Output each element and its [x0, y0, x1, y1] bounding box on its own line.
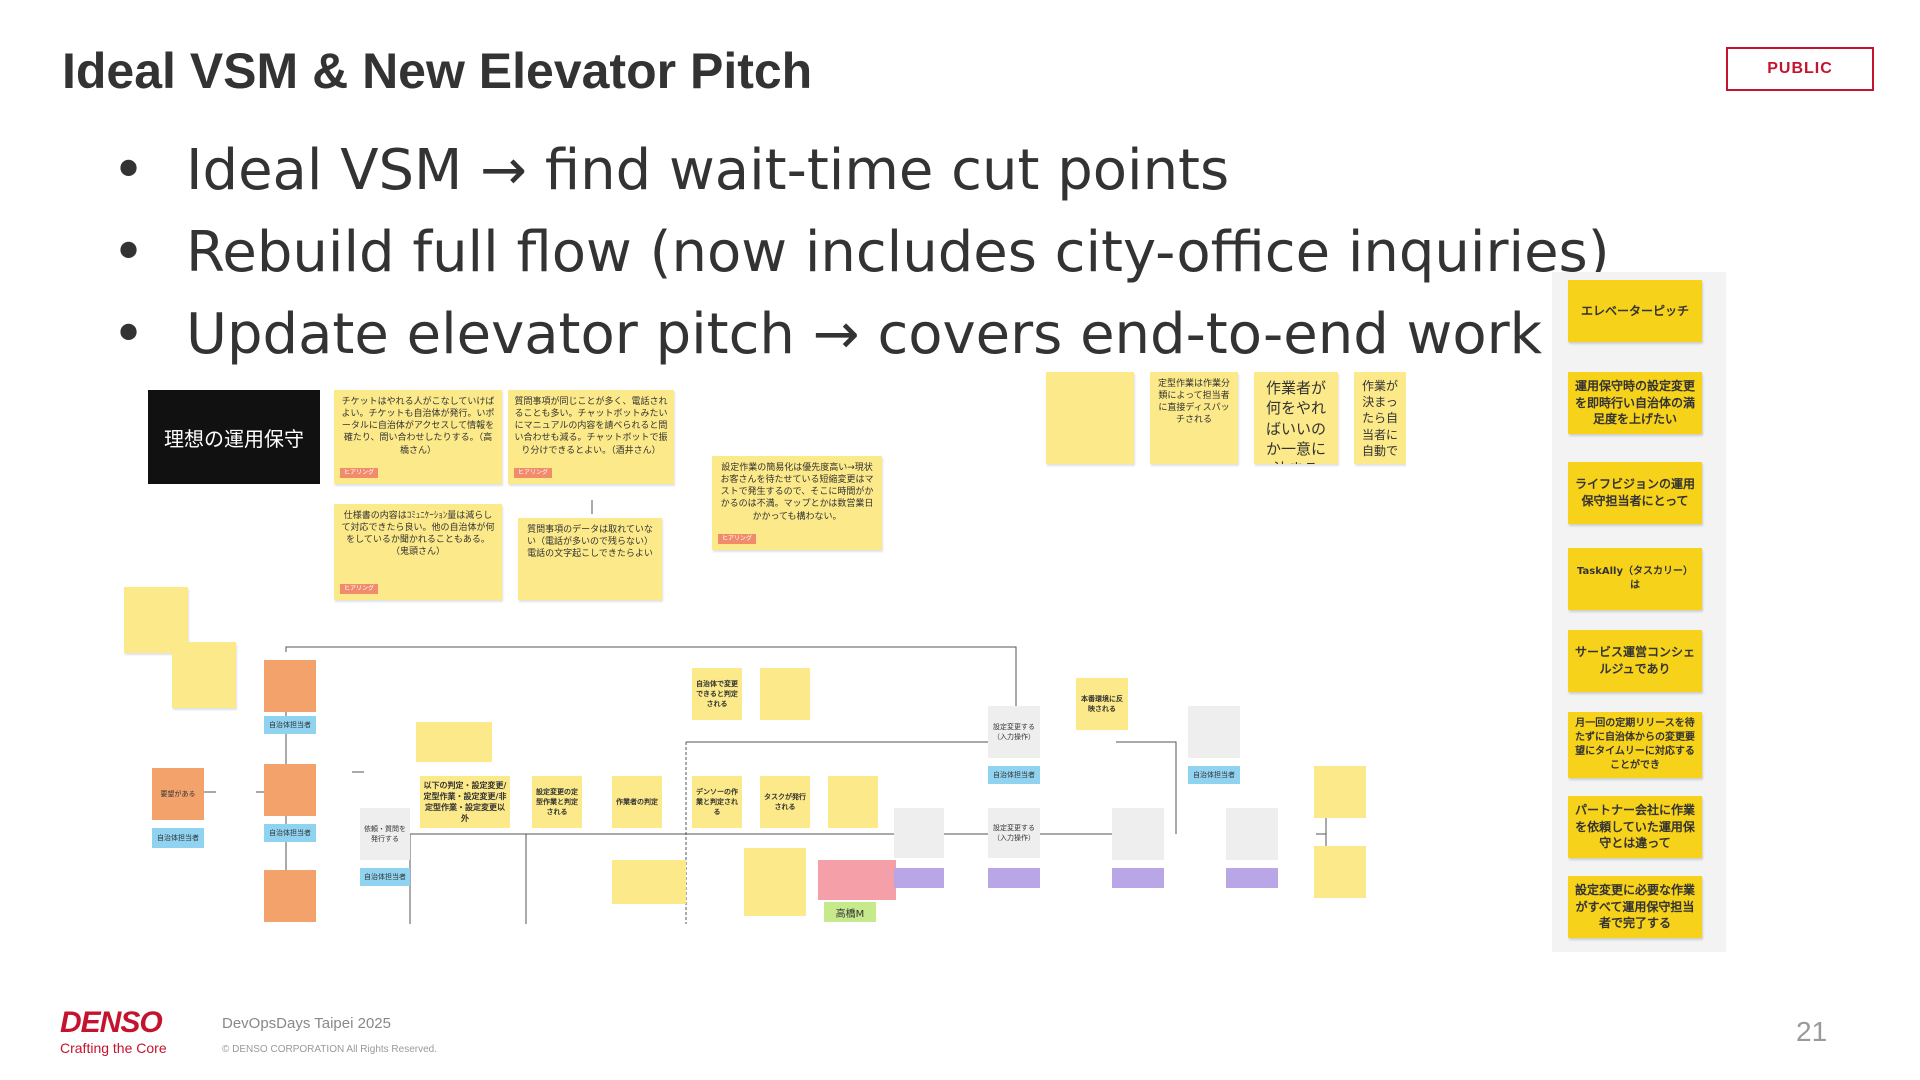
flow-note [612, 860, 686, 904]
bullet-2: •Rebuild full flow (now includes city-of… [112, 220, 1610, 285]
pitch-note: サービス運営コンシェルジュであり [1568, 630, 1702, 692]
flow-box-standard: 設定変更の定型作業と判定される [532, 776, 582, 828]
sticky-note-text: 仕様書の内容はｺﾐｭﾆｹｰｼｮﾝ量は減らして対応できたら良い。他の自治体が何をし… [341, 511, 495, 558]
bullet-text: Rebuild full flow (now includes city-off… [186, 220, 1610, 285]
sticky-note-text: 質問事項のデータは取れていない（電話が多いので残らない）電話の文字起こしできたら… [526, 525, 653, 560]
pitch-note: ライフビジョンの運用保守担当者にとって [1568, 462, 1702, 524]
flow-note [416, 722, 492, 762]
bullet-text: Update elevator pitch → covers end-to-en… [186, 302, 1543, 367]
assignee-label: 高橋M [824, 902, 876, 922]
flow-box-inquiry: 依頼・質問を発行する [360, 808, 410, 860]
pitch-note: エレベーターピッチ [1568, 280, 1702, 342]
sticky-note [1046, 372, 1134, 464]
pitch-note: 運用保守時の設定変更を即時行い自治体の満足度を上げたい [1568, 372, 1702, 434]
pitch-note: TaskAlly（タスカリー）は [1568, 548, 1702, 610]
flow-box-task: タスクが発行される [760, 776, 810, 828]
flow-note [1314, 766, 1366, 818]
bullet-text: Ideal VSM → find wait-time cut points [186, 138, 1230, 203]
elevator-pitch-panel: エレベーターピッチ 運用保守時の設定変更を即時行い自治体の満足度を上げたい ライ… [1552, 272, 1726, 952]
flow-box-judge: 以下の判定・設定変更/定型作業・設定変更/非定型作業・設定変更以外 [420, 776, 510, 828]
bullet-3: •Update elevator pitch → covers end-to-e… [112, 302, 1543, 367]
sticky-note-text: 設定作業の簡易化は優先度高い→現状お客さんを待たせている短縮変更はマストで発生す… [720, 463, 874, 522]
event-name: DevOpsDays Taipei 2025 [222, 1015, 391, 1032]
flow-note [828, 776, 878, 828]
bullet-1: •Ideal VSM → find wait-time cut points [112, 138, 1230, 203]
logo-tagline: Crafting the Core [60, 1040, 167, 1056]
role-label: 自治体担当者 [152, 828, 204, 848]
sticky-note: チケットはやれる人がこなしていけばよい。チケットも自治体が発行。いポータルに自治… [334, 390, 502, 484]
role-label-denso [988, 868, 1040, 888]
pitch-note: 設定変更に必要な作業がすべて運用保守担当者で完了する [1568, 876, 1702, 938]
role-label-denso [1112, 868, 1164, 888]
sticky-note: 質問事項が同じことが多く、電話されることも多い。チャットボットみたいにマニュアル… [508, 390, 674, 484]
slide-title: Ideal VSM & New Elevator Pitch [62, 43, 813, 99]
role-label: 自治体担当者 [1188, 766, 1240, 784]
pitch-note: 月一回の定期リリースを待たずに自治体からの変更要望にタイムリーに対応することがで… [1568, 712, 1702, 778]
board-title: 理想の運用保守 [148, 390, 320, 484]
page-number: 21 [1796, 1016, 1828, 1047]
hearing-tag: ヒアリング [340, 467, 379, 478]
sticky-note-text: 作業が決まったら自当者に自動で [1361, 379, 1398, 458]
sticky-note-text: 作業者が何をやればいいのか一意に決まる [1265, 379, 1326, 464]
pitch-note: パートナー会社に作業を依頼していた運用保守とは違って [1568, 796, 1702, 858]
sticky-note: 作業者が何をやればいいのか一意に決まる [1254, 372, 1338, 464]
flow-box-setting: 設定変更する（入力操作） [988, 808, 1040, 858]
flow-note-alert [818, 860, 896, 900]
role-label-denso [1226, 868, 1278, 888]
flow-box-denso: デンソーの作業と判定される [692, 776, 742, 828]
flow-box-request: 要望がある [152, 768, 204, 820]
sticky-note: 質問事項のデータは取れていない（電話が多いので残らない）電話の文字起こしできたら… [518, 518, 662, 600]
hearing-tag: ヒアリング [718, 533, 757, 544]
flow-note [744, 848, 806, 916]
flow-box [264, 870, 316, 922]
flow-box [264, 764, 316, 816]
flow-box-deploy: 本番環境に反映される [1076, 678, 1128, 730]
flow-note [1314, 846, 1366, 898]
flow-box [264, 660, 316, 712]
sticky-note: 設定作業の簡易化は優先度高い→現状お客さんを待たせている短縮変更はマストで発生す… [712, 456, 882, 550]
hearing-tag: ヒアリング [514, 467, 553, 478]
role-label: 自治体担当者 [360, 868, 410, 886]
sticky-note [172, 642, 236, 708]
role-label-denso [894, 868, 944, 888]
sticky-note-text: 質問事項が同じことが多く、電話されることも多い。チャットボットみたいにマニュアル… [514, 397, 668, 456]
flow-box [1112, 808, 1164, 860]
copyright: © DENSO CORPORATION All Rights Reserved. [222, 1044, 438, 1055]
hearing-tag: ヒアリング [340, 583, 379, 594]
flow-box-municipality: 自治体で変更できると判定される [692, 668, 742, 720]
role-label: 自治体担当者 [988, 766, 1040, 784]
role-label: 自治体担当者 [264, 716, 316, 734]
sticky-note-text: チケットはやれる人がこなしていけばよい。チケットも自治体が発行。いポータルに自治… [341, 397, 495, 456]
sticky-note: 作業が決まったら自当者に自動で [1354, 372, 1406, 464]
flow-box-setting: 設定変更する（入力操作） [988, 706, 1040, 758]
flow-box [1188, 706, 1240, 758]
flow-box [894, 808, 944, 858]
public-badge: PUBLIC [1726, 47, 1874, 91]
flow-note [760, 668, 810, 720]
role-label: 自治体担当者 [264, 824, 316, 842]
sticky-note: 仕様書の内容はｺﾐｭﾆｹｰｼｮﾝ量は減らして対応できたら良い。他の自治体が何をし… [334, 504, 502, 600]
vsm-board: 理想の運用保守 チケットはやれる人がこなしていけばよい。チケットも自治体が発行。… [116, 372, 1406, 924]
flow-box-worker: 作業者の判定 [612, 776, 662, 828]
flow-box [1226, 808, 1278, 860]
sticky-note-text: 定型作業は作業分類によって担当者に直接ディスパッチされる [1157, 379, 1230, 426]
denso-logo: DENSO [60, 1006, 163, 1039]
sticky-note: 定型作業は作業分類によって担当者に直接ディスパッチされる [1150, 372, 1238, 464]
